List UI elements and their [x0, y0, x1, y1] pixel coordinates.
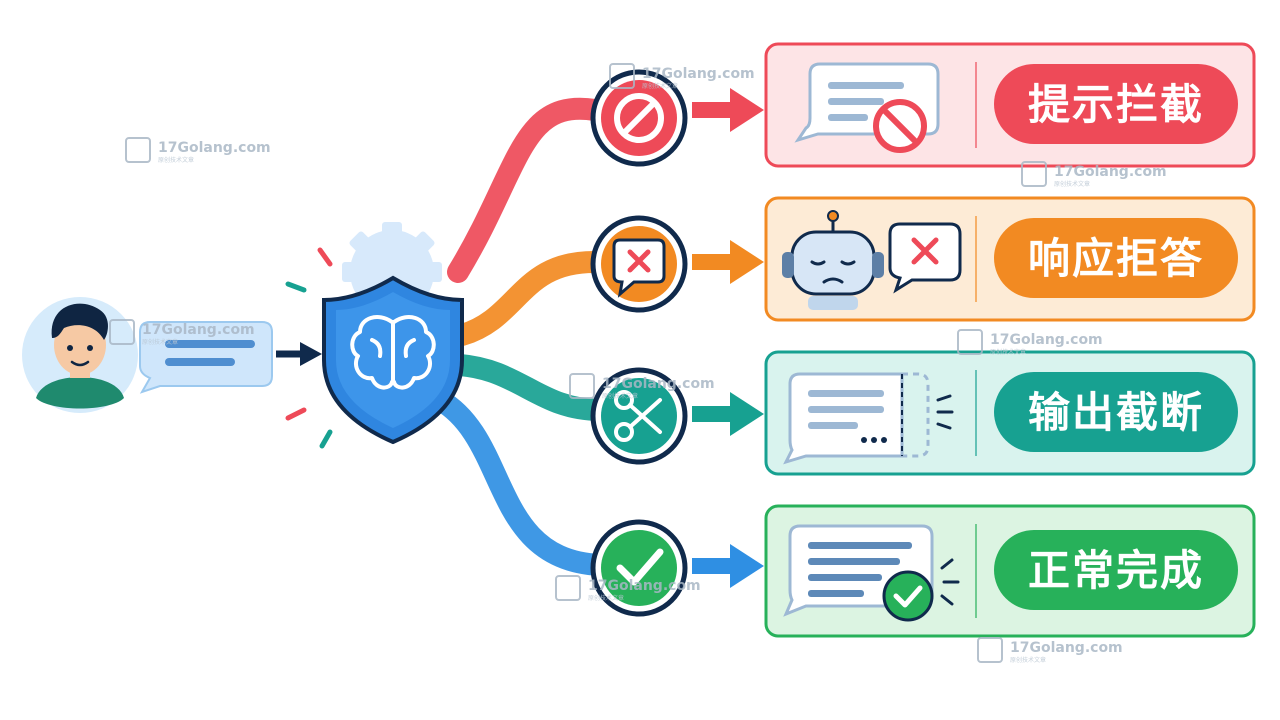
outcome-pill-refuse: [994, 218, 1238, 298]
curve-blue: [429, 389, 611, 576]
robot-icon: [782, 210, 884, 310]
watermark-text: 17Golang.com: [1054, 164, 1167, 180]
outcome-card-complete: 正常完成: [764, 504, 1256, 638]
watermark-sub: 原创技术文章: [158, 156, 194, 164]
user-message-bubble-icon: [139, 321, 273, 394]
no-entry-icon: [590, 69, 688, 167]
truncated-message-icon: [783, 372, 954, 465]
outcome-card-truncate: 输出截断: [764, 350, 1256, 476]
watermark-text: 17Golang.com: [588, 578, 701, 594]
curve-teal: [449, 354, 611, 421]
ai-shield-icon: [322, 275, 464, 445]
watermark-sub: 原创技术文章: [588, 594, 624, 602]
outcome-card-block: 提示拦截: [764, 42, 1256, 168]
outcome-pill-truncate: [994, 372, 1238, 452]
watermark-text: 17Golang.com: [1010, 640, 1123, 656]
watermark-text: 17Golang.com: [142, 322, 255, 338]
curve-orange: [451, 250, 609, 346]
arrow-orange-icon: [730, 240, 764, 284]
sparkle-lines: [285, 247, 333, 449]
outcome-label-complete: 正常完成: [1028, 546, 1204, 595]
outcome-label-truncate: 输出截断: [1028, 388, 1204, 437]
watermark-sub: 原创技术文章: [142, 338, 178, 346]
scissors-icon: [590, 367, 688, 465]
complete-message-icon: [783, 524, 960, 622]
arrow-blue-icon: [730, 544, 764, 588]
watermark-text: 17Golang.com: [158, 140, 271, 156]
outcome-label-refuse: 响应拒答: [1028, 234, 1204, 283]
x-speech-icon: [590, 215, 688, 313]
watermark-sub: 原创技术文章: [602, 392, 638, 400]
brain-icon: [350, 315, 436, 390]
outcome-label-block: 提示拦截: [1028, 80, 1204, 129]
refuse-bubble-icon: [888, 222, 962, 294]
arrow-red-icon: [730, 88, 764, 132]
watermark-text: 17Golang.com: [602, 376, 715, 392]
user-avatar: [22, 297, 138, 413]
watermark-sub: 原创技术文章: [990, 348, 1026, 356]
input-arrow-icon: [276, 342, 322, 366]
watermark: 17Golang.com 原创技术文章 17Golang.com 原创技术文章 …: [109, 63, 1167, 664]
outcome-card-refuse: 响应拒答: [764, 196, 1256, 322]
check-icon: [590, 519, 688, 617]
watermark-sub: 原创技术文章: [1010, 656, 1046, 664]
arrow-teal-icon: [730, 392, 764, 436]
outcome-pill-block: [994, 64, 1238, 144]
outcome-pill-complete: [994, 530, 1238, 610]
watermark-sub: 原创技术文章: [642, 82, 678, 90]
blocked-message-icon: [794, 62, 940, 153]
flow-curves: [429, 97, 611, 576]
watermark-text: 17Golang.com: [642, 66, 755, 82]
watermark-sub: 原创技术文章: [1054, 180, 1090, 188]
curve-red: [447, 97, 606, 283]
watermark-text: 17Golang.com: [990, 332, 1103, 348]
